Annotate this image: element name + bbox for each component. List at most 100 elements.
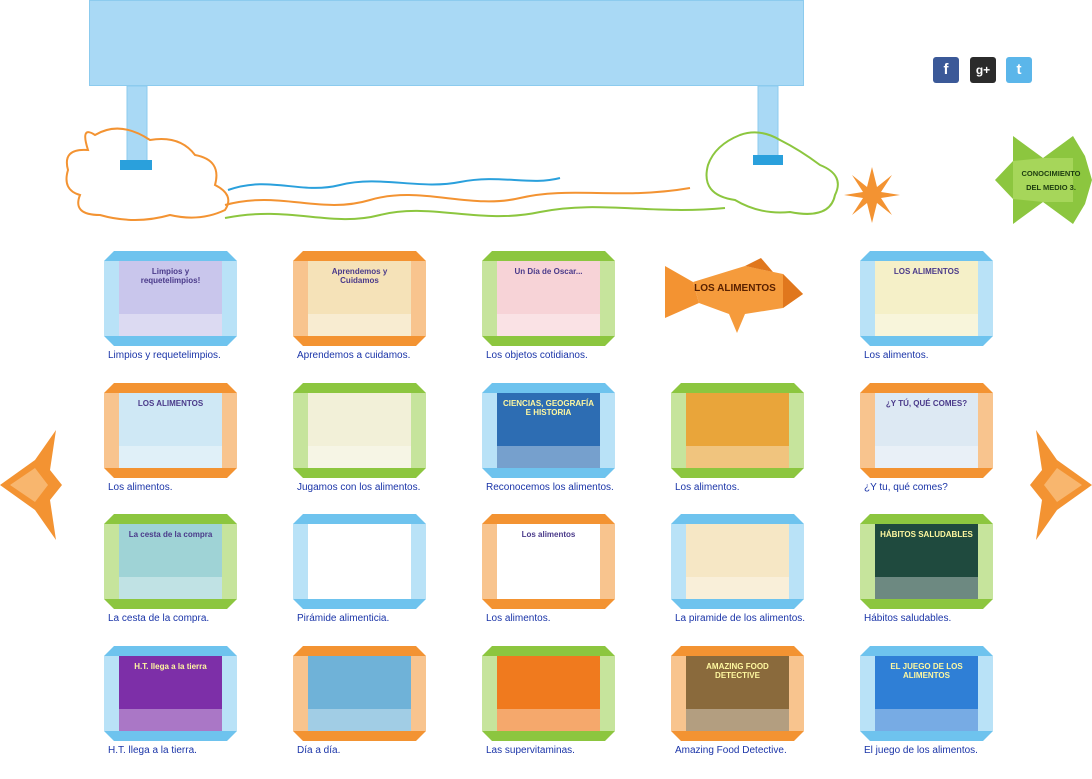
thumbnail-screen xyxy=(686,393,789,468)
activity-thumbnail[interactable] xyxy=(293,646,426,741)
thumbnail-title: ¿Y TÚ, QUÉ COMES? xyxy=(885,399,968,408)
activity-thumbnail[interactable] xyxy=(671,514,804,609)
activity-thumbnail[interactable]: CIENCIAS, GEOGRAFÍA E HISTORIA xyxy=(482,383,615,478)
thumbnail-illustration xyxy=(875,709,978,731)
facebook-icon[interactable]: f xyxy=(933,57,959,83)
thumbnail-illustration xyxy=(686,709,789,731)
thumbnail-screen: H.T. llega a la tierra xyxy=(119,656,222,731)
thumbnail-screen: LOS ALIMENTOS xyxy=(875,261,978,336)
activity-thumbnail[interactable]: La cesta de la compra xyxy=(104,514,237,609)
activity-link[interactable]: Aprendemos a cuidamos. xyxy=(297,350,411,361)
thumbnail-screen: LOS ALIMENTOS xyxy=(119,393,222,468)
next-page-arrow[interactable] xyxy=(1030,430,1092,540)
activity-link[interactable]: Los alimentos. xyxy=(108,482,173,493)
header-banner xyxy=(89,0,804,86)
activity-thumbnail[interactable]: AMAZING FOOD DETECTIVE xyxy=(671,646,804,741)
activity-link[interactable]: Los alimentos. xyxy=(486,613,551,624)
activity-link[interactable]: Pirámide alimenticia. xyxy=(297,613,390,624)
activity-link[interactable]: Los alimentos. xyxy=(675,482,740,493)
thumbnail-illustration xyxy=(119,577,222,599)
los-alimentos-fish[interactable]: LOS ALIMENTOS xyxy=(665,258,803,333)
thumbnail-screen: Un Día de Oscar... xyxy=(497,261,600,336)
thumbnail-screen: La cesta de la compra xyxy=(119,524,222,599)
thumbnail-screen xyxy=(308,524,411,599)
activity-thumbnail[interactable]: ¿Y TÚ, QUÉ COMES? xyxy=(860,383,993,478)
activity-thumbnail[interactable]: Los alimentos xyxy=(482,514,615,609)
thumbnail-screen xyxy=(308,656,411,731)
activity-link[interactable]: El juego de los alimentos. xyxy=(864,745,978,756)
thumbnail-illustration xyxy=(497,577,600,599)
thumbnail-screen: Los alimentos xyxy=(497,524,600,599)
activity-thumbnail[interactable]: EL JUEGO DE LOS ALIMENTOS xyxy=(860,646,993,741)
thumbnail-screen xyxy=(686,524,789,599)
activity-link[interactable]: Jugamos con los alimentos. xyxy=(297,482,421,493)
activity-thumbnail[interactable]: Limpios y requetelimpios! xyxy=(104,251,237,346)
thumbnail-screen: AMAZING FOOD DETECTIVE xyxy=(686,656,789,731)
google-plus-icon[interactable]: g+ xyxy=(970,57,996,83)
thumbnail-title: LOS ALIMENTOS xyxy=(893,267,960,276)
thumbnail-title: LOS ALIMENTOS xyxy=(137,399,204,408)
thumbnail-screen: ¿Y TÚ, QUÉ COMES? xyxy=(875,393,978,468)
activity-thumbnail[interactable] xyxy=(482,646,615,741)
activity-thumbnail[interactable]: LOS ALIMENTOS xyxy=(860,251,993,346)
activity-link[interactable]: Día a día. xyxy=(297,745,341,756)
thumbnail-screen: CIENCIAS, GEOGRAFÍA E HISTORIA xyxy=(497,393,600,468)
thumbnail-illustration xyxy=(497,709,600,731)
activity-thumbnail[interactable] xyxy=(671,383,804,478)
thumbnail-screen: HÁBITOS SALUDABLES xyxy=(875,524,978,599)
thumbnail-illustration xyxy=(119,446,222,468)
activity-thumbnail[interactable] xyxy=(293,514,426,609)
activity-link[interactable]: Reconocemos los alimentos. xyxy=(486,482,614,493)
thumbnail-illustration xyxy=(308,709,411,731)
activity-link[interactable]: Amazing Food Detective. xyxy=(675,745,787,756)
twitter-icon[interactable]: t xyxy=(1006,57,1032,83)
thumbnail-illustration xyxy=(875,446,978,468)
thumbnail-title: HÁBITOS SALUDABLES xyxy=(880,530,973,539)
activity-link[interactable]: ¿Y tu, qué comes? xyxy=(864,482,948,493)
activity-link[interactable]: Los alimentos. xyxy=(864,350,929,361)
thumbnail-title: Aprendemos y Cuidamos xyxy=(331,267,388,285)
thumbnail-title: La cesta de la compra xyxy=(128,530,213,539)
thumbnail-title: CIENCIAS, GEOGRAFÍA E HISTORIA xyxy=(502,399,595,417)
conocimiento-label-1: CONOCIMIENTO xyxy=(1021,169,1080,178)
thumbnail-screen: Limpios y requetelimpios! xyxy=(119,261,222,336)
activity-link[interactable]: Las supervitaminas. xyxy=(486,745,575,756)
thumbnail-illustration xyxy=(497,314,600,336)
conocimiento-label-2: DEL MEDIO 3. xyxy=(1026,183,1076,192)
thumbnail-title: AMAZING FOOD DETECTIVE xyxy=(706,662,769,680)
activity-link[interactable]: Limpios y requetelimpios. xyxy=(108,350,221,361)
thumbnail-illustration xyxy=(308,577,411,599)
activity-thumbnail[interactable] xyxy=(293,383,426,478)
thumbnail-title: Un Día de Oscar... xyxy=(514,267,583,276)
activity-thumbnail[interactable]: LOS ALIMENTOS xyxy=(104,383,237,478)
thumbnail-title: Limpios y requetelimpios! xyxy=(140,267,201,285)
thumbnail-illustration xyxy=(686,446,789,468)
thumbnail-illustration xyxy=(497,446,600,468)
activity-link[interactable]: Hábitos saludables. xyxy=(864,613,952,624)
thumbnail-screen: EL JUEGO DE LOS ALIMENTOS xyxy=(875,656,978,731)
thumbnail-title: EL JUEGO DE LOS ALIMENTOS xyxy=(890,662,963,680)
thumbnail-screen xyxy=(308,393,411,468)
fish-title: LOS ALIMENTOS xyxy=(694,283,776,294)
thumbnail-illustration xyxy=(875,577,978,599)
thumbnail-title: Los alimentos xyxy=(521,530,576,539)
activity-link[interactable]: H.T. llega a la tierra. xyxy=(108,745,197,756)
conocimiento-medio-nav[interactable]: CONOCIMIENTO DEL MEDIO 3. xyxy=(995,136,1092,224)
activity-link[interactable]: La piramide de los alimentos. xyxy=(675,613,806,624)
activity-link[interactable]: Los objetos cotidianos. xyxy=(486,350,588,361)
thumbnail-illustration xyxy=(119,314,222,336)
prev-page-arrow[interactable] xyxy=(0,430,62,540)
activity-thumbnail[interactable]: Aprendemos y Cuidamos xyxy=(293,251,426,346)
thumbnail-illustration xyxy=(686,577,789,599)
activity-thumbnail[interactable]: HÁBITOS SALUDABLES xyxy=(860,514,993,609)
thumbnail-title: H.T. llega a la tierra xyxy=(134,662,207,671)
thumbnail-illustration xyxy=(875,314,978,336)
thumbnail-illustration xyxy=(119,709,222,731)
thumbnail-illustration xyxy=(308,446,411,468)
activity-thumbnail[interactable]: Un Día de Oscar... xyxy=(482,251,615,346)
thumbnail-screen: Aprendemos y Cuidamos xyxy=(308,261,411,336)
activity-link[interactable]: La cesta de la compra. xyxy=(108,613,210,624)
thumbnail-screen xyxy=(497,656,600,731)
thumbnail-illustration xyxy=(308,314,411,336)
activity-thumbnail[interactable]: H.T. llega a la tierra xyxy=(104,646,237,741)
